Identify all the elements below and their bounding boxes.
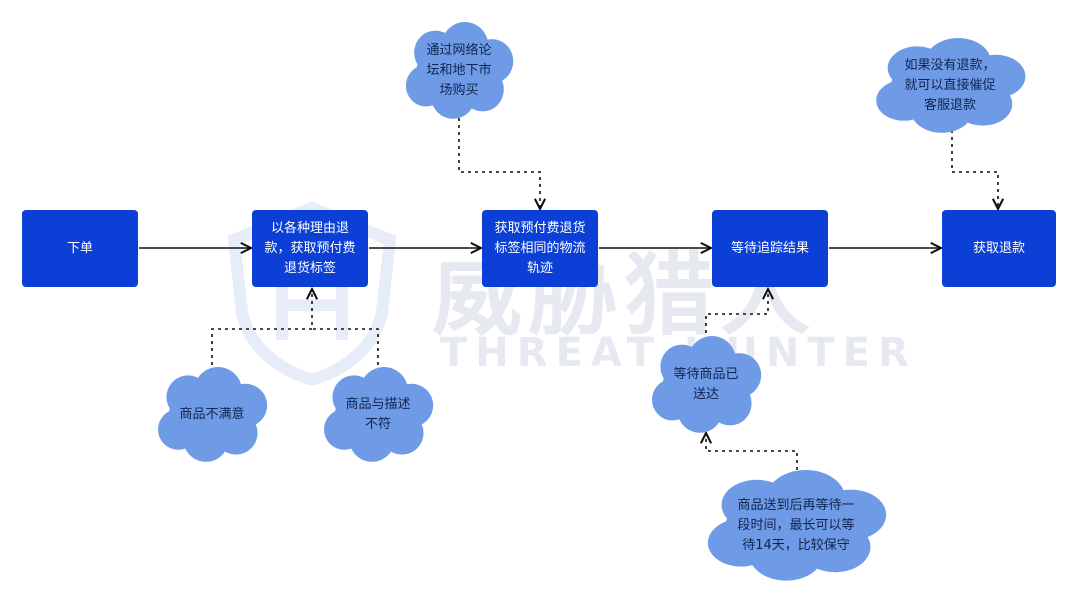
cloud-wait14: 商品送到后再等待一 段时间，最长可以等 待14天，比较保守 — [698, 470, 894, 582]
dashed-contact-cs-to-refund — [951, 130, 998, 209]
cloud-contact-cs-label: 如果没有退款， 就可以直接催促 客服退款 — [904, 58, 996, 113]
cloud-unsatisfied: 商品不满意 — [152, 367, 272, 463]
cloud-mismatch: 商品与描述 不符 — [318, 367, 438, 463]
cloud-forum-label: 通过网络论 坛和地下市 场购买 — [426, 43, 492, 98]
step-order: 下单 — [22, 210, 138, 287]
cloud-unsatisfied-label: 商品不满意 — [179, 407, 245, 422]
step-refund: 获取退款 — [942, 210, 1056, 287]
cloud-contact-cs: 如果没有退款， 就可以直接催促 客服退款 — [868, 38, 1032, 134]
cloud-delivered-label: 等待商品已 送达 — [673, 367, 739, 402]
step-tracking: 获取预付费退货 标签相同的物流 轨迹 — [482, 210, 598, 287]
step-wait: 等待追踪结果 — [712, 210, 828, 287]
dashed-forum-to-tracking — [458, 118, 540, 209]
cloud-delivered: 等待商品已 送达 — [646, 336, 766, 434]
cloud-forum: 通过网络论 坛和地下市 场购买 — [400, 22, 518, 120]
dashed-delivered-to-wait — [705, 289, 768, 340]
dashed-unsatisfied-to-refund-reason — [211, 289, 312, 372]
cloud-wait14-label: 商品送到后再等待一 段时间，最长可以等 待14天，比较保守 — [737, 498, 855, 553]
dashed-mismatch-to-refund-reason — [312, 328, 379, 372]
dashed-wait14-to-delivered — [706, 433, 798, 470]
step-refund-reason: 以各种理由退 款，获取预付费 退货标签 — [252, 210, 368, 287]
cloud-mismatch-label: 商品与描述 不符 — [345, 397, 411, 432]
